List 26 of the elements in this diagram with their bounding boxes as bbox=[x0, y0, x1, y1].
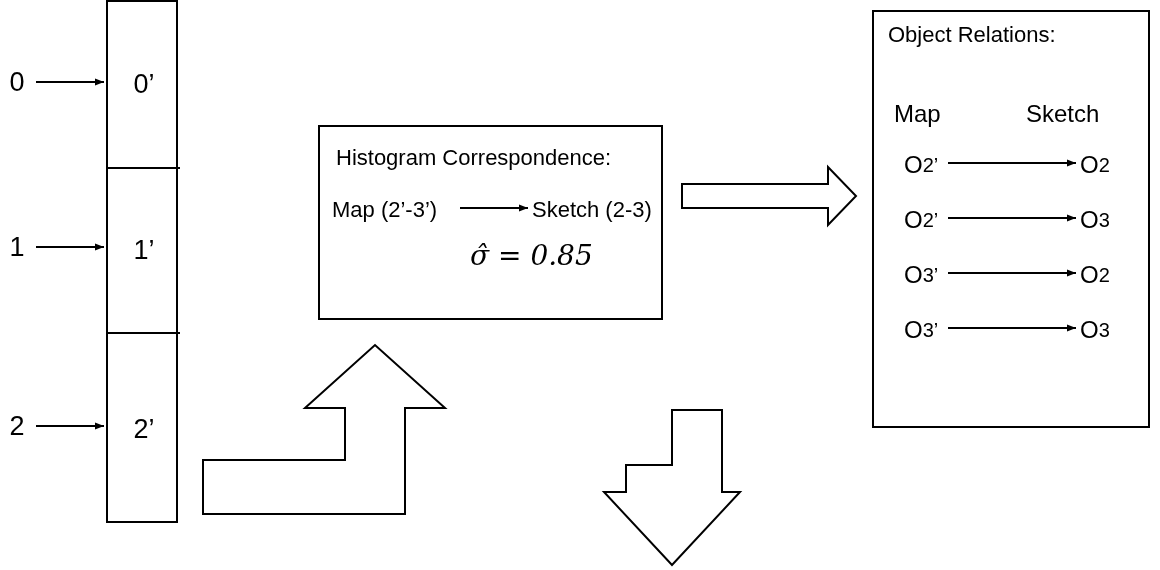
block-arrow bbox=[681, 164, 858, 228]
block-arrow bbox=[202, 343, 448, 515]
bin-cell: 0’ bbox=[108, 2, 180, 167]
arrow bbox=[947, 214, 1077, 222]
column-heading: Sketch bbox=[1026, 100, 1100, 129]
bin-cell: 2’ bbox=[108, 332, 180, 525]
bin-number: 0 bbox=[0, 65, 34, 99]
column-heading: Map bbox=[894, 100, 941, 129]
histogram-label: Map (2’-3’) bbox=[332, 194, 460, 226]
arrow bbox=[35, 243, 105, 251]
bin-column bbox=[106, 0, 178, 523]
arrow bbox=[35, 78, 105, 86]
relations-box bbox=[872, 10, 1150, 428]
bin-cell: 1’ bbox=[108, 167, 180, 332]
bin-number: 1 bbox=[0, 230, 34, 264]
heading-text: Histogram Correspondence: bbox=[336, 145, 612, 172]
histogram-label: Sketch (2-3) bbox=[532, 194, 662, 226]
arrow bbox=[947, 269, 1077, 277]
arrow bbox=[35, 422, 105, 430]
bin-number: 2 bbox=[0, 409, 34, 443]
arrow bbox=[459, 204, 529, 212]
heading-text: Object Relations: bbox=[888, 22, 1056, 49]
correspondence-box bbox=[318, 125, 663, 320]
arrow bbox=[947, 324, 1077, 332]
sigma-formula: σ̂ = 0.85 bbox=[470, 239, 593, 273]
arrow bbox=[947, 159, 1077, 167]
